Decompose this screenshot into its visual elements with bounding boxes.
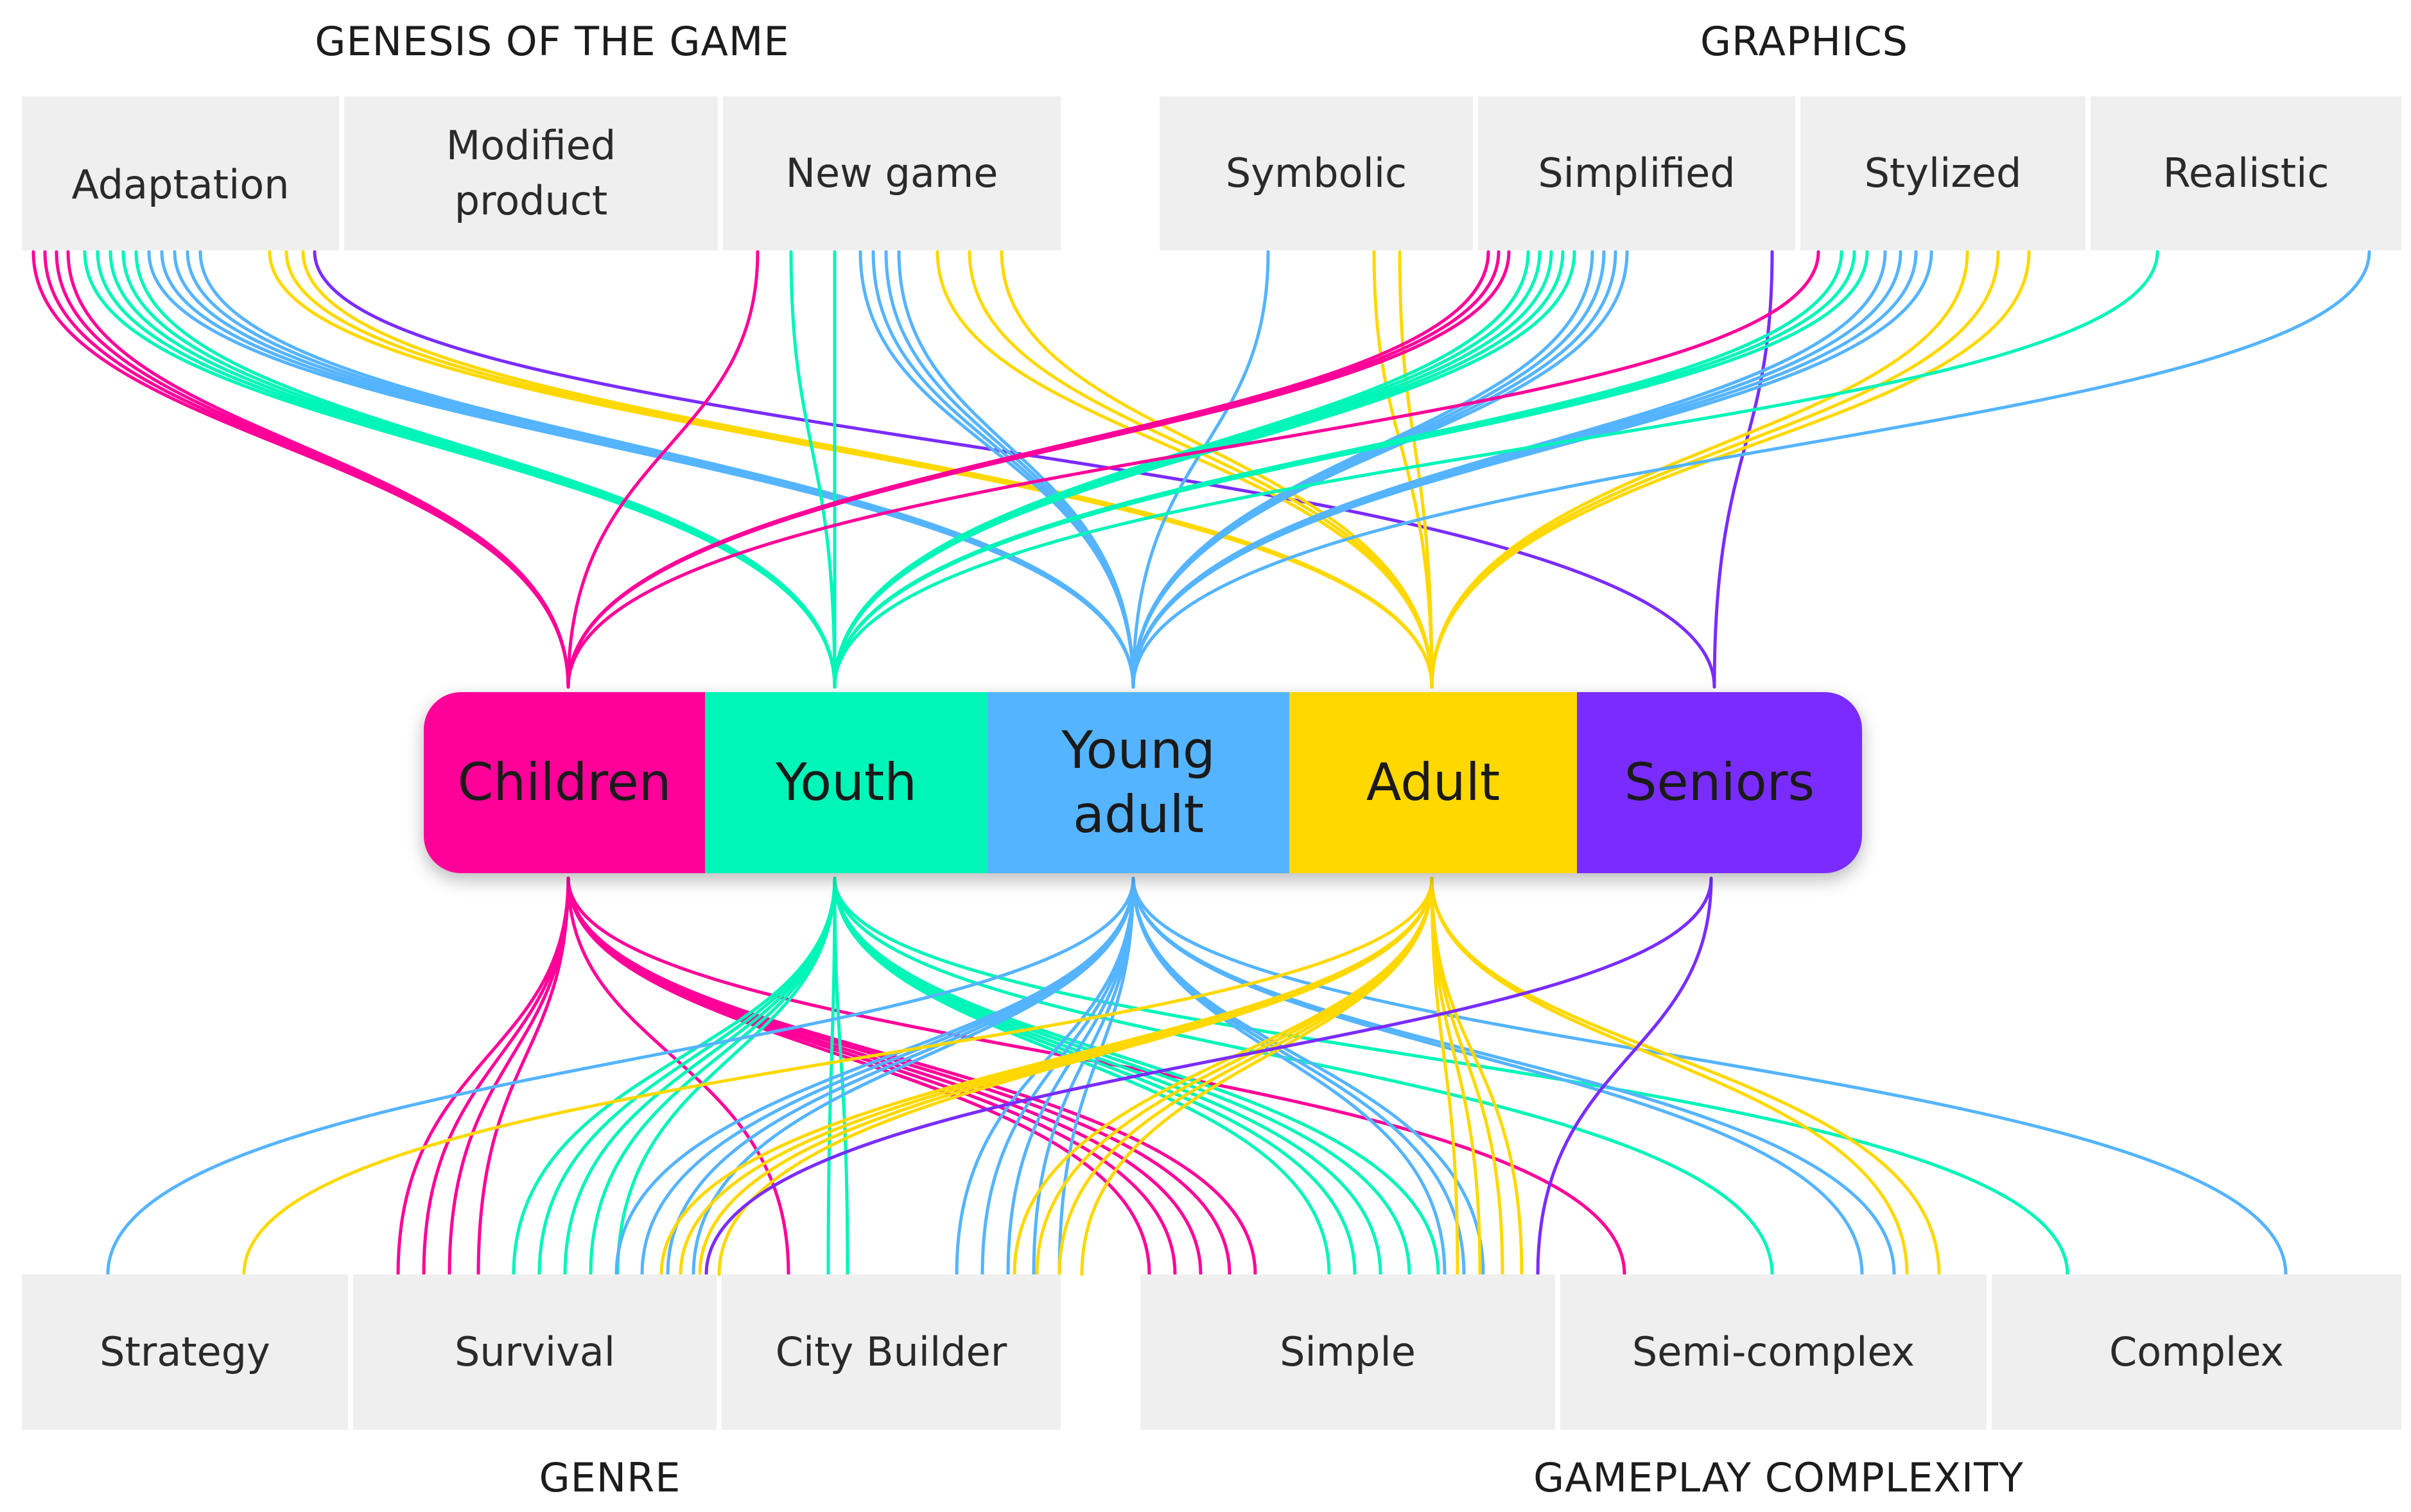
section-title-genesis: GENESIS OF THE GAME: [315, 18, 790, 65]
link-newgame-adult-1: [968, 250, 1434, 689]
link-adaptation-youngadult-0: [147, 250, 1135, 689]
link-simplified-adult-b-0: [1398, 250, 1434, 689]
link-newgame-adult-2: [1000, 250, 1434, 689]
link-youth-down-3: [589, 876, 837, 1276]
link-simplified-youth-4: [833, 250, 1576, 689]
link-newgame-adult-0: [936, 250, 1434, 689]
graphics-stylized: Stylized: [1800, 96, 2085, 250]
link-seniors-down-1: [1536, 876, 1713, 1276]
link-youth-down-4: [616, 876, 837, 1276]
link-children-down-6: [566, 876, 1177, 1276]
link-youngadult-down-9: [1058, 876, 1135, 1276]
age-group-bar: Children Youth Young adult Adult Seniors: [424, 692, 1862, 873]
complexity-semi-complex: Semi-complex: [1560, 1274, 1987, 1430]
link-children-down-10: [566, 876, 1626, 1276]
link-stylized-adult-2: [1430, 250, 2031, 689]
link-adaptation-children-1: [43, 250, 570, 689]
link-adult-down-11: [1430, 876, 1504, 1276]
section-title-complexity: GAMEPLAY COMPLEXITY: [1533, 1454, 2024, 1501]
link-adult-down-14: [1430, 876, 1941, 1276]
link-youngadult-down-13: [1131, 876, 1864, 1276]
age-adult: Adult: [1289, 692, 1577, 873]
genesis-adaptation: Adaptation: [22, 96, 339, 250]
link-adaptation-children-3: [66, 250, 570, 689]
link-adaptation-youngadult-4: [198, 250, 1135, 689]
link-stylized-youth-2: [833, 250, 1869, 689]
link-youngadult-down-0: [106, 876, 1135, 1276]
complexity-complex: Complex: [1992, 1274, 2401, 1430]
link-simplified-children-2: [566, 250, 1511, 689]
link-modified-youth-0: [789, 250, 837, 689]
link-children-down-4: [566, 876, 790, 1276]
link-adaptation-children-0: [31, 250, 570, 689]
link-youngadult-down-15: [1131, 876, 2288, 1276]
link-simplified-youngadult-3: [1131, 250, 1629, 689]
link-youth-down-12: [833, 876, 1774, 1276]
genre-survival: Survival: [353, 1274, 717, 1430]
link-youth-down-13: [833, 876, 2069, 1276]
link-seniors-down-0: [704, 876, 1713, 1276]
genre-city-builder: City Builder: [722, 1274, 1061, 1430]
section-title-graphics: GRAPHICS: [1700, 18, 1908, 65]
link-youngadult-down-4: [692, 876, 1135, 1276]
complexity-simple: Simple: [1140, 1274, 1555, 1430]
link-realistic-youngadult-0: [1131, 250, 2371, 689]
link-newgame-youngadult-3: [897, 250, 1135, 689]
graphics-realistic: Realistic: [2091, 96, 2401, 250]
link-children-down-3: [476, 876, 570, 1276]
age-seniors: Seniors: [1577, 692, 1862, 873]
section-title-genre: GENRE: [539, 1454, 681, 1501]
link-youngadult-down-14: [1131, 876, 1896, 1276]
link-adult-down-0: [242, 876, 1434, 1276]
link-stylized-adult-0: [1430, 250, 1969, 689]
genesis-modified-product: Modified product: [344, 96, 718, 250]
link-realistic-youth-0: [833, 250, 2159, 689]
link-adult-down-8: [1080, 876, 1434, 1276]
link-adult-down-12: [1430, 876, 1524, 1276]
link-youth-down-11: [833, 876, 1440, 1276]
age-youth: Youth: [705, 692, 988, 873]
link-youth-down-7: [833, 876, 1331, 1276]
link-newgame-youngadult-0: [858, 250, 1135, 689]
age-young-adult: Young adult: [988, 692, 1289, 873]
genesis-new-game: New game: [723, 96, 1061, 250]
link-youngadult-down-12: [1131, 876, 1485, 1276]
link-adult-down-2: [679, 876, 1434, 1276]
link-stylized-youngadult-3: [1131, 250, 1933, 689]
link-adult-down-4: [717, 876, 1434, 1276]
graphics-symbolic: Symbolic: [1160, 96, 1473, 250]
genre-strategy: Strategy: [22, 1274, 348, 1430]
link-adaptation-youth-4: [134, 250, 837, 689]
link-stylized-children-0: [566, 250, 1820, 689]
link-modified-children-0: [566, 250, 760, 689]
link-adaptation-adult-2: [301, 250, 1434, 689]
link-simplified-youngadult-0: [1131, 250, 1594, 689]
age-children: Children: [424, 692, 705, 873]
link-youth-down-1: [537, 876, 837, 1276]
link-adaptation-children-2: [55, 250, 570, 689]
graphics-simplified: Simplified: [1478, 96, 1795, 250]
